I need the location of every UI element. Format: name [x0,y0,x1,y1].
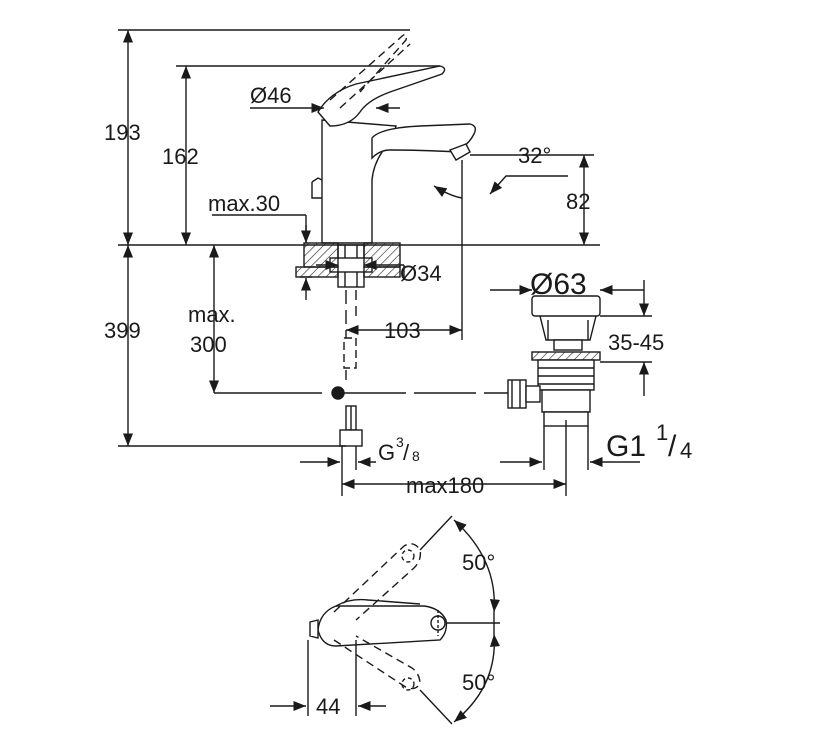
svg-text:/: / [403,440,410,465]
dim-d-handle: Ø46 [250,83,292,108]
drain-assembly [507,295,601,427]
dim-max-thickness: max.30 [208,191,280,216]
faucet-top-view [270,515,500,725]
thread-g1-label: G1 [606,430,646,463]
deck-left-hatch [303,242,339,268]
dim-thread-g1: G1 1 / 4 [606,420,692,463]
faucet-front-view [295,33,477,447]
lever-closed [317,65,446,127]
svg-text:/: / [668,430,677,463]
dim-reach: 103 [384,318,421,343]
lever-open-dashed [329,33,408,101]
dim-max-distance: max180 [406,473,484,498]
thread-g1-sub: 4 [680,438,692,463]
thread-g1-sup: 1 [656,420,668,445]
hose-connector [331,386,345,400]
dim-drain-range: 35-45 [608,330,664,355]
dim-lever-offset: 44 [316,694,340,719]
thread-g-label: G [378,440,395,465]
dim-d-hole: Ø34 [400,261,442,286]
aerator [448,143,471,161]
dim-below-max-value: 300 [190,332,227,357]
dim-below-total: 399 [104,318,141,343]
dim-spout-height: 82 [566,189,590,214]
dim-spout-angle: 32° [518,143,551,168]
deck-right-hatch [363,242,401,268]
thread-g-sup: 3 [396,434,404,450]
thread-g-sub: 8 [412,448,420,464]
dim-thread-g: G 3 / 8 [378,434,420,465]
popup-rod [311,177,323,199]
dim-h-spout: 162 [162,144,199,169]
dim-h-total: 193 [104,120,141,145]
drain-cap [531,295,601,317]
dim-below-max-label: max. [188,302,236,327]
dim-drain-diameter: Ø63 [530,268,587,301]
dim-rotation-lower: 50° [462,670,495,695]
dim-rotation-upper: 50° [462,550,495,575]
